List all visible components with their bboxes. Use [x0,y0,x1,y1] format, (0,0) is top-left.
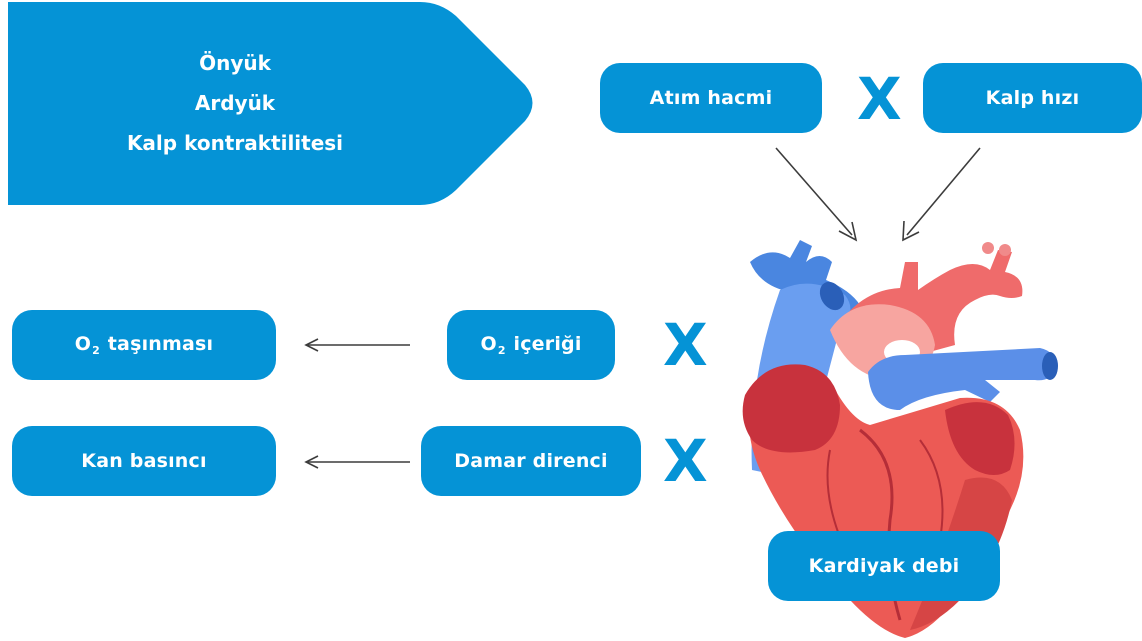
cardiac-output-box: Kardiyak debi [768,531,1000,601]
factors-list: Önyük Ardyük Kalp kontraktilitesi [0,0,540,205]
heart-rate-box: Kalp hızı [923,63,1142,133]
oxygen-transport-box: O2 taşınması [12,310,276,380]
heart-blue-vessel-right-opening [1042,352,1058,380]
heart-aorta-branch-1 [982,242,994,254]
multiply-sign-top: X [857,70,902,128]
cardiac-output-label: Kardiyak debi [809,555,960,577]
blood-pressure-box: Kan basıncı [12,426,276,496]
factor-afterload: Ardyük [195,83,275,123]
oxygen-content-box: O2 içeriği [447,310,615,380]
vascular-resistance-box: Damar direnci [421,426,641,496]
oxygen-transport-label: O2 taşınması [75,333,214,357]
vascular-resistance-label: Damar direnci [454,450,607,472]
arrow-heart-rate-to-heart [907,148,980,235]
factor-preload: Önyük [199,43,271,83]
arrow-stroke-volume-to-heart [776,148,852,235]
heart-rate-label: Kalp hızı [986,87,1080,109]
oxygen-content-label: O2 içeriği [480,333,581,357]
stroke-volume-label: Atım hacmi [650,87,773,109]
multiply-sign-resistance: X [663,432,708,490]
stroke-volume-box: Atım hacmi [600,63,822,133]
multiply-sign-oxygen: X [663,316,708,374]
blood-pressure-label: Kan basıncı [81,450,206,472]
heart-aorta-branch-2 [999,244,1011,256]
factor-contractility: Kalp kontraktilitesi [127,123,343,163]
heart-left-atrium [743,364,840,452]
